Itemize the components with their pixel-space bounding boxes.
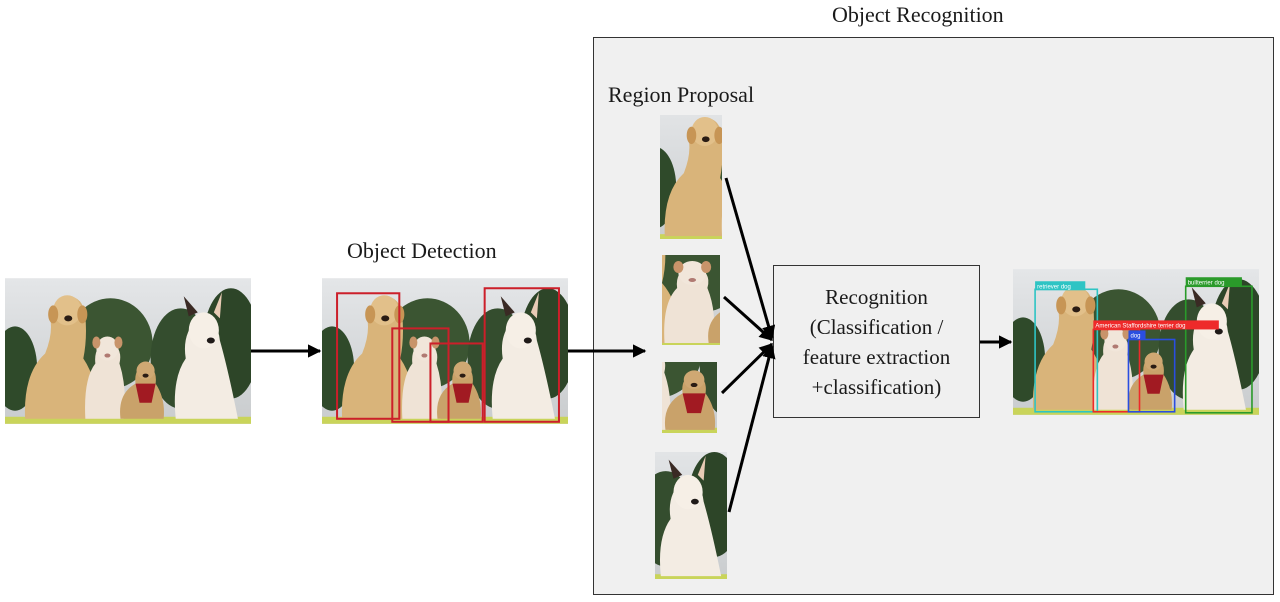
- output-box-dog: [1127, 338, 1176, 413]
- label-american-staffordshire: American Staffordshire terrier dog: [1095, 323, 1185, 329]
- detection-box-small-dog: [429, 342, 484, 423]
- recognition-line-2: (Classification /: [809, 314, 944, 339]
- object-recognition-title: Object Recognition: [832, 2, 1004, 27]
- detection-box-bull-terrier: [483, 287, 560, 423]
- detection-box-retriever: [336, 292, 401, 420]
- recognition-line-1: Recognition: [825, 284, 928, 309]
- recognition-line-3: feature extraction: [802, 344, 951, 369]
- arrow-crop2-to-recognition: [722, 295, 774, 342]
- detection-box-pitbull: [391, 327, 450, 423]
- region-proposal-title: Region Proposal: [608, 82, 755, 107]
- label-retriever-dog: retriever dog: [1037, 284, 1071, 290]
- arrow-crop3-to-recognition: [720, 342, 774, 395]
- label-dog: dog: [1130, 333, 1140, 339]
- detection-image: [322, 278, 568, 424]
- recognition-box: Recognition (Classification / feature ex…: [773, 265, 980, 418]
- label-bullterrier-dog: bullterrier dog: [1188, 280, 1225, 286]
- recognition-line-4: +classification): [811, 374, 942, 399]
- object-detection-title: Object Detection: [347, 238, 497, 263]
- arrow-crop4-to-recognition: [727, 344, 776, 513]
- arrow-crop1-to-recognition: [724, 177, 776, 340]
- labeled-output-image: retriever dog American Staffordshire ter…: [1013, 269, 1259, 415]
